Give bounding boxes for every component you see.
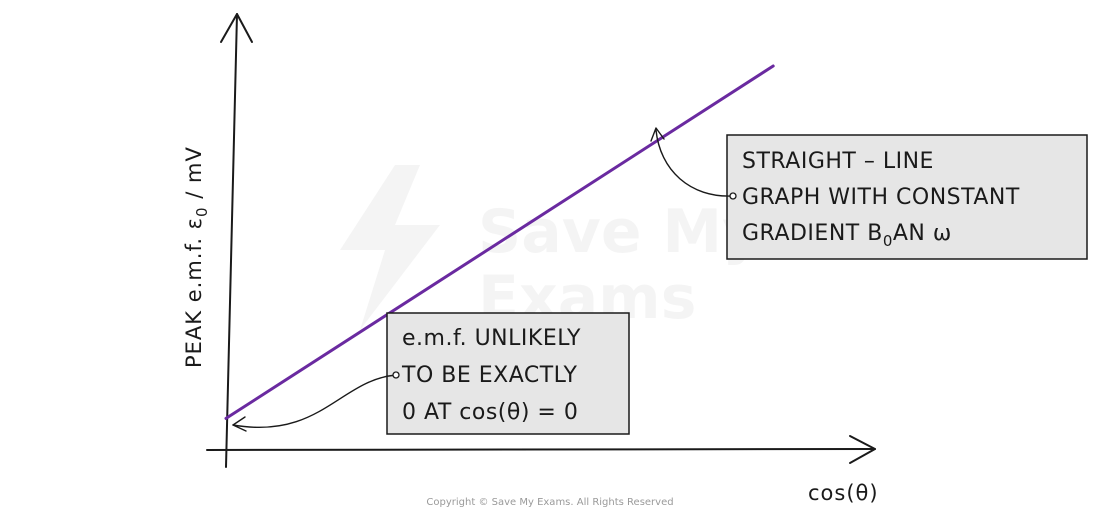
annotation-gradient-arrow	[655, 129, 734, 197]
copyright-text: Copyright © Save My Exams. All Rights Re…	[426, 497, 673, 508]
series-line-0	[224, 64, 775, 420]
annotation-intercept-line-3: 0 AT cos(θ) = 0	[402, 400, 578, 425]
y-axis	[225, 13, 238, 468]
annotation-intercept: e.m.f. UNLIKELY TO BE EXACTLY 0 AT cos(θ…	[232, 312, 630, 435]
series-layer	[224, 64, 775, 420]
y-axis-label: PEAK e.m.f. ε0 / mV	[182, 146, 211, 368]
annotation-intercept-line-1: e.m.f. UNLIKELY	[402, 326, 581, 351]
annotation-gradient-box	[726, 134, 1088, 260]
y-axis-arrowhead	[220, 13, 253, 43]
annotation-gradient-line-2: GRAPH WITH CONSTANT	[742, 185, 1020, 210]
annotation-gradient: STRAIGHT – LINE GRAPH WITH CONSTANT GRAD…	[650, 127, 1088, 260]
annotation-intercept-box	[386, 312, 630, 435]
x-axis-arrowhead	[849, 435, 876, 464]
annotation-intercept-anchor	[392, 371, 400, 379]
annotation-intercept-arrow	[232, 374, 397, 429]
annotation-gradient-arrowhead	[650, 127, 665, 142]
watermark-logo-icon	[340, 165, 440, 330]
axes	[206, 13, 876, 468]
annotation-intercept-arrowhead	[232, 416, 247, 432]
watermark-line1: Save My	[478, 197, 761, 267]
annotation-gradient-anchor	[729, 192, 737, 200]
annotation-gradient-line-1: STRAIGHT – LINE	[742, 149, 934, 174]
annotation-intercept-line-2: TO BE EXACTLY	[401, 363, 578, 388]
x-axis	[206, 448, 876, 451]
x-axis-label: cos(θ)	[808, 481, 879, 505]
annotation-gradient-line-3: GRADIENT B0AN ω	[742, 221, 952, 250]
